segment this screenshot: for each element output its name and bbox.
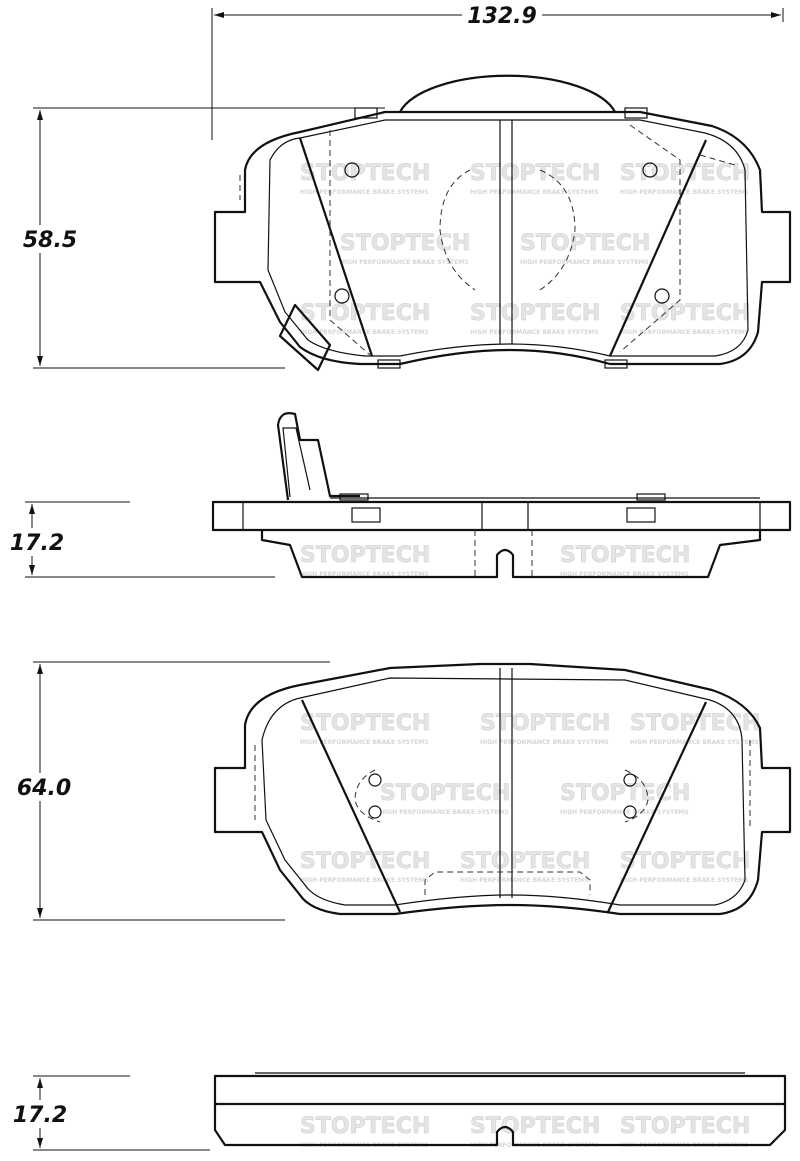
stoptech-watermark: STOPTECH HIGH PERFORMANCE BRAKE SYSTEMS ST… [300,161,761,1149]
watermark-tagline: HIGH PERFORMANCE BRAKE SYSTEMS [470,329,599,336]
watermark-tagline: HIGH PERFORMANCE BRAKE SYSTEMS [620,877,749,884]
watermark-tagline: HIGH PERFORMANCE BRAKE SYSTEMS [460,877,589,884]
watermark-text: STOPTECH [620,1114,750,1139]
watermark-tagline: HIGH PERFORMANCE BRAKE SYSTEMS [620,189,749,196]
watermark-text: STOPTECH [300,711,430,736]
watermark-text: STOPTECH [380,781,510,806]
watermark-tagline: HIGH PERFORMANCE BRAKE SYSTEMS [300,189,429,196]
watermark-text: STOPTECH [460,849,590,874]
watermark-text: STOPTECH [470,301,600,326]
watermark-text: STOPTECH [560,781,690,806]
watermark-text: STOPTECH [300,1114,430,1139]
thickness-bottom-label: 17.2 [13,1103,67,1128]
thickness-top-label: 17.2 [10,531,64,556]
brake-pad-front-view-1: 58.5 [15,74,792,372]
watermark-tagline: HIGH PERFORMANCE BRAKE SYSTEMS [340,259,469,266]
watermark-text: STOPTECH [470,161,600,186]
watermark-text: STOPTECH [620,301,750,326]
brake-pad-side-view-1: 17.2 [0,412,792,579]
watermark-text: STOPTECH [300,161,430,186]
watermark-tagline: HIGH PERFORMANCE BRAKE SYSTEMS [470,189,599,196]
pad-height-bottom-label: 64.0 [17,776,71,801]
watermark-tagline: HIGH PERFORMANCE BRAKE SYSTEMS [300,877,429,884]
pad-height-top-label: 58.5 [23,228,77,253]
watermark-tagline: HIGH PERFORMANCE BRAKE SYSTEMS [300,739,429,746]
watermark-text: STOPTECH [560,543,690,568]
watermark-tagline: HIGH PERFORMANCE BRAKE SYSTEMS [480,739,609,746]
watermark-text: STOPTECH [470,1114,600,1139]
watermark-tagline: HIGH PERFORMANCE BRAKE SYSTEMS [560,571,689,578]
watermark-text: STOPTECH [620,849,750,874]
watermark-tagline: HIGH PERFORMANCE BRAKE SYSTEMS [380,809,509,816]
watermark-text: STOPTECH [620,161,750,186]
width-label: 132.9 [467,4,537,29]
watermark-text: STOPTECH [480,711,610,736]
width-dimension: 132.9 [211,2,784,140]
watermark-text: STOPTECH [300,301,430,326]
watermark-tagline: HIGH PERFORMANCE BRAKE SYSTEMS [300,571,429,578]
watermark-text: STOPTECH [300,543,430,568]
brake-pad-front-view-2: 64.0 [10,661,792,921]
watermark-text: STOPTECH [300,849,430,874]
brake-pad-side-view-2: 17.2 [5,1072,787,1151]
watermark-text: STOPTECH [520,231,650,256]
watermark-tagline: HIGH PERFORMANCE BRAKE SYSTEMS [620,329,749,336]
watermark-tagline: HIGH PERFORMANCE BRAKE SYSTEMS [520,259,649,266]
watermark-tagline: HIGH PERFORMANCE BRAKE SYSTEMS [630,739,759,746]
watermark-text: STOPTECH [340,231,470,256]
